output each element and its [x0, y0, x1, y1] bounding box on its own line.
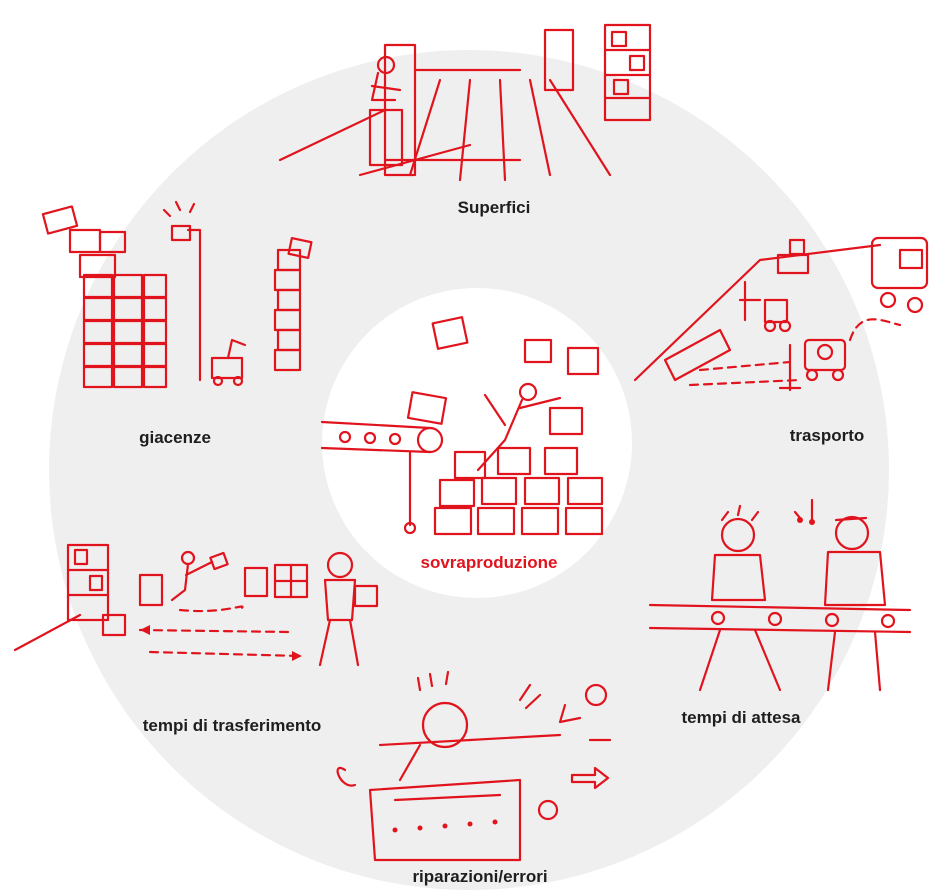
tempi-di-attesa-illustration: [648, 498, 912, 692]
center-circle: [322, 288, 632, 598]
superfici-illustration: [278, 23, 652, 182]
segment-label-superfici: Superfici: [457, 198, 531, 217]
segment-label-giacenze: giacenze: [139, 428, 211, 447]
giacenze-illustration: [41, 200, 313, 389]
riparazioni-errori-illustration: [336, 670, 612, 862]
segment-label-trasporto: trasporto: [789, 426, 865, 445]
segment-label-riparazioni-errori: riparazioni/errori: [412, 867, 548, 886]
tempi-di-trasferimento-illustration: [13, 543, 379, 667]
segment-label-tempi-di-trasferimento: tempi di trasferimento: [142, 716, 322, 735]
sovraproduzione-illustration: [320, 316, 604, 536]
trasporto-illustration: [633, 236, 929, 392]
center-label-sovraproduzione: sovraproduzione: [420, 553, 558, 572]
segment-label-tempi-di-attesa: tempi di attesa: [681, 708, 801, 727]
